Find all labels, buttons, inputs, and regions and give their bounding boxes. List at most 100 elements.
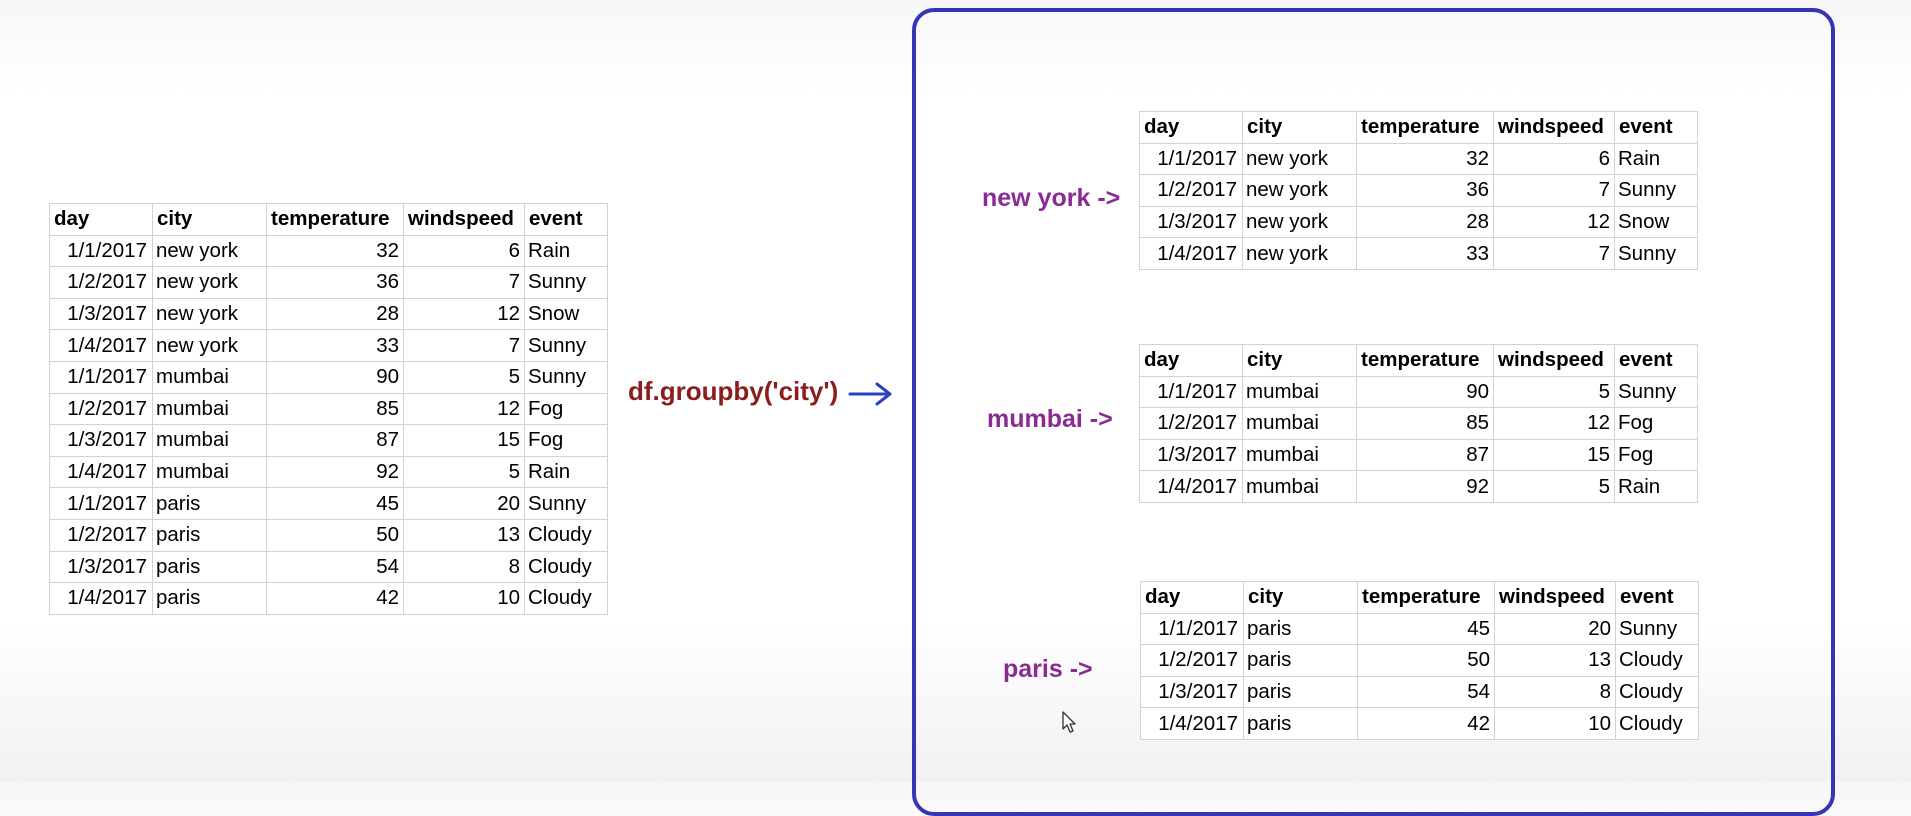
cell-day: 1/3/2017: [1139, 205, 1243, 239]
group-table-new-york: day city temperature windspeed event 1/1…: [1139, 111, 1698, 270]
cell-windspeed: 7: [403, 329, 525, 362]
cell-windspeed: 13: [403, 518, 525, 552]
cell-day: 1/2/2017: [49, 266, 153, 299]
cell-city: new york: [1242, 142, 1357, 176]
cell-event: Sunny: [1614, 375, 1698, 409]
table-row: 1/1/2017 mumbai 90 5 Sunny: [49, 360, 608, 394]
cell-temperature: 90: [1356, 375, 1494, 409]
table-row: 1/1/2017 paris 45 20 Sunny: [49, 487, 608, 520]
cell-event: Cloudy: [524, 582, 608, 615]
cell-event: Sunny: [524, 266, 608, 299]
column-header-temperature: temperature: [1356, 111, 1494, 144]
table-header-row: day city temperature windspeed event: [49, 203, 608, 236]
cell-windspeed: 12: [1493, 407, 1615, 440]
column-header-city: city: [1242, 344, 1357, 377]
column-header-temperature: temperature: [266, 203, 404, 236]
cell-windspeed: 7: [403, 266, 525, 299]
cell-windspeed: 5: [403, 455, 525, 489]
cell-city: paris: [152, 550, 267, 584]
column-header-temperature: temperature: [1356, 344, 1494, 377]
table-row: 1/2/2017 new york 36 7 Sunny: [49, 266, 608, 299]
cell-day: 1/1/2017: [1140, 612, 1244, 646]
table-row: 1/2/2017 mumbai 85 12 Fog: [1139, 407, 1698, 440]
cell-temperature: 85: [1356, 407, 1494, 440]
cell-event: Cloudy: [524, 550, 608, 584]
cell-city: new york: [152, 266, 267, 299]
cell-windspeed: 10: [403, 582, 525, 615]
cell-day: 1/2/2017: [49, 392, 153, 426]
cell-day: 1/1/2017: [1139, 375, 1243, 409]
cell-city: paris: [1243, 675, 1358, 709]
cell-temperature: 54: [1357, 675, 1495, 709]
groupby-code-label: df.groupby('city'): [628, 376, 839, 406]
table-row: 1/3/2017 mumbai 87 15 Fog: [49, 424, 608, 457]
cell-event: Fog: [1614, 407, 1698, 440]
cell-day: 1/3/2017: [49, 424, 153, 457]
table-row: 1/1/2017 paris 45 20 Sunny: [1140, 612, 1699, 646]
cell-windspeed: 5: [403, 360, 525, 394]
table-row: 1/1/2017 mumbai 90 5 Sunny: [1139, 375, 1698, 409]
table-row: 1/2/2017 new york 36 7 Sunny: [1139, 174, 1698, 207]
group-label-mumbai: mumbai ->: [987, 405, 1113, 433]
cell-event: Sunny: [1615, 612, 1699, 646]
cell-city: mumbai: [152, 392, 267, 426]
cell-temperature: 50: [1357, 644, 1495, 677]
cell-temperature: 42: [266, 582, 404, 615]
table-row: 1/4/2017 new york 33 7 Sunny: [49, 329, 608, 362]
table-row: 1/2/2017 paris 50 13 Cloudy: [1140, 644, 1699, 677]
cell-windspeed: 20: [403, 487, 525, 520]
cell-city: paris: [1243, 612, 1358, 646]
cell-day: 1/1/2017: [49, 487, 153, 520]
cell-windspeed: 8: [1494, 675, 1616, 709]
column-header-temperature: temperature: [1357, 581, 1495, 614]
column-header-windspeed: windspeed: [403, 203, 525, 236]
cell-windspeed: 5: [1493, 375, 1615, 409]
cell-day: 1/1/2017: [49, 360, 153, 394]
cell-city: mumbai: [1242, 375, 1357, 409]
column-header-windspeed: windspeed: [1493, 111, 1615, 144]
table-row: 1/4/2017 mumbai 92 5 Rain: [1139, 470, 1698, 503]
cell-temperature: 85: [266, 392, 404, 426]
cell-temperature: 36: [1356, 174, 1494, 207]
cell-temperature: 87: [266, 424, 404, 457]
cell-windspeed: 6: [1493, 142, 1615, 176]
cell-temperature: 33: [1356, 237, 1494, 270]
cell-city: mumbai: [152, 360, 267, 394]
cell-day: 1/2/2017: [1140, 644, 1244, 677]
table-row: 1/4/2017 mumbai 92 5 Rain: [49, 455, 608, 489]
cell-temperature: 32: [1356, 142, 1494, 176]
cell-day: 1/2/2017: [49, 518, 153, 552]
column-header-event: event: [1614, 344, 1698, 377]
cell-windspeed: 15: [403, 424, 525, 457]
table-row: 1/3/2017 new york 28 12 Snow: [49, 297, 608, 331]
cell-city: mumbai: [1242, 470, 1357, 503]
group-label-paris: paris ->: [1003, 655, 1093, 683]
cell-event: Rain: [1614, 142, 1698, 176]
cell-city: new york: [152, 297, 267, 331]
cell-windspeed: 12: [403, 392, 525, 426]
cell-city: paris: [1243, 707, 1358, 740]
cell-city: new york: [1242, 205, 1357, 239]
cell-event: Snow: [524, 297, 608, 331]
cell-temperature: 36: [266, 266, 404, 299]
cell-day: 1/3/2017: [49, 297, 153, 331]
table-row: 1/3/2017 new york 28 12 Snow: [1139, 205, 1698, 239]
cell-city: paris: [152, 518, 267, 552]
table-row: 1/3/2017 paris 54 8 Cloudy: [49, 550, 608, 584]
cell-temperature: 28: [266, 297, 404, 331]
column-header-day: day: [1139, 111, 1243, 144]
cell-windspeed: 10: [1494, 707, 1616, 740]
cell-temperature: 90: [266, 360, 404, 394]
cell-event: Cloudy: [1615, 644, 1699, 677]
cell-windspeed: 7: [1493, 174, 1615, 207]
cell-event: Sunny: [1614, 237, 1698, 270]
original-dataframe-table: day city temperature windspeed event 1/1…: [49, 203, 608, 615]
table-row: 1/3/2017 paris 54 8 Cloudy: [1140, 675, 1699, 709]
cell-temperature: 92: [266, 455, 404, 489]
cell-windspeed: 20: [1494, 612, 1616, 646]
cell-windspeed: 7: [1493, 237, 1615, 270]
cell-day: 1/3/2017: [1140, 675, 1244, 709]
cell-temperature: 28: [1356, 205, 1494, 239]
cell-temperature: 50: [266, 518, 404, 552]
table-row: 1/3/2017 mumbai 87 15 Fog: [1139, 438, 1698, 472]
